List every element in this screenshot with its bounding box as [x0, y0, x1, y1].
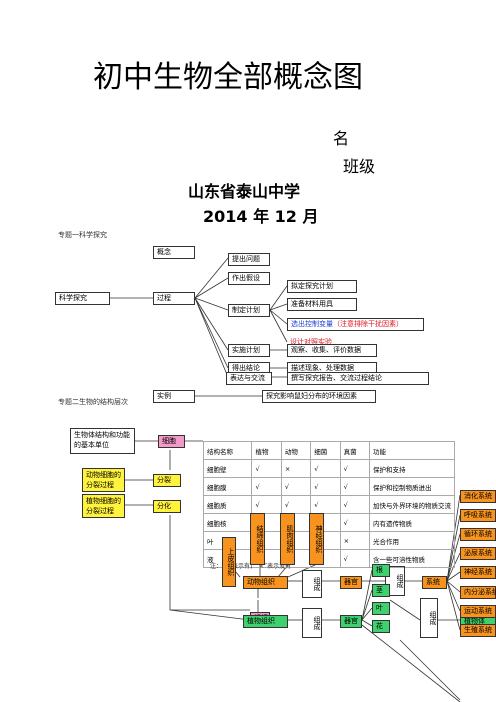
system-urinary: 泌尿系统	[460, 547, 496, 560]
plant-organ-stem: 茎	[372, 584, 390, 597]
plant-organ-root: 根	[372, 564, 390, 577]
table-cell: √	[251, 477, 282, 496]
compose-label-plant-body: 组成	[420, 598, 438, 638]
table-cell: √	[339, 459, 371, 478]
table-cell: 细胞壁	[202, 459, 253, 478]
table-row: 细胞质 √ √ √ √ 加快与外界环境的物质交流	[202, 495, 455, 514]
science-inquiry-box: 科学探究	[55, 292, 110, 305]
plan-draft: 拟定探究计划	[287, 280, 357, 293]
plant-organ-flower: 花	[372, 620, 390, 633]
table-header: 真菌	[339, 441, 371, 460]
plan-control-label: 选出控制变量	[291, 320, 333, 328]
table-row: 细胞膜 √ √ √ √ 保护和控制物质进出	[202, 477, 455, 496]
document-date: 2014 年 12 月	[203, 207, 319, 226]
table-cell: √	[280, 495, 312, 514]
table-row: 叶 × × 光合作用	[202, 531, 455, 550]
tissue-muscle: 肌肉组织	[280, 513, 295, 565]
table-note: 注：“√”表示有，“×”表示没有	[210, 563, 292, 570]
table-cell: √	[251, 495, 282, 514]
table-cell: √	[339, 477, 371, 496]
system-endocrine: 内分泌系统	[460, 586, 496, 599]
table-cell: 细胞膜	[202, 477, 253, 496]
table-cell: 保护和控制物质进出	[369, 477, 455, 496]
table-cell: √	[280, 477, 312, 496]
concept-box: 概念	[153, 246, 195, 259]
table-cell: ×	[339, 531, 371, 550]
table-row: 细胞核 √ √ × √ 内有遗传物质	[202, 513, 455, 532]
plan-control-experiment: 设计对照实验	[290, 338, 332, 346]
system-box: 系统	[422, 576, 447, 589]
system-respiratory: 呼吸系统	[460, 509, 496, 522]
compose-label-plant: 组成	[302, 608, 322, 638]
table-header: 结构名称	[202, 441, 253, 460]
school-name: 山东省泰山中学	[188, 182, 301, 201]
system-circulatory: 循环系统	[460, 528, 496, 541]
organ-box-plant: 器官	[340, 615, 362, 628]
table-cell: 加快与外界环境的物质交流	[369, 495, 455, 514]
system-motor: 运动系统	[460, 605, 496, 618]
step-plan: 制定计划	[228, 304, 270, 317]
table-cell: 含一些可溶性物质	[369, 549, 455, 568]
system-nervous: 神经系统	[460, 566, 496, 579]
compose-label-system: 组成	[385, 566, 405, 596]
table-header: 功能	[369, 441, 455, 460]
tissue-connective: 结缔组织	[250, 513, 265, 565]
division-box: 分裂	[153, 474, 181, 487]
table-row: 细胞壁 √ × √ √ 保护和支持	[202, 459, 455, 478]
table-cell: √	[339, 495, 371, 514]
plan-control-variable: 选出控制变量（注意排除干扰因素）	[287, 318, 424, 331]
step-communicate: 表达与交流	[226, 372, 272, 385]
basic-unit-box: 生物体结构和功能的基本单位	[70, 428, 135, 454]
class-label: 班级	[343, 157, 376, 176]
process-box: 过程	[153, 292, 195, 305]
table-cell: √	[310, 477, 341, 496]
animal-tissue-box: 动物组织	[243, 576, 288, 589]
plant-tissue-box: 植物组织	[243, 615, 288, 628]
step-ask-question: 提出问题	[228, 253, 270, 266]
table-cell: 细胞核	[202, 513, 253, 532]
name-label: 名	[333, 129, 350, 148]
animal-division-box: 动物细胞的分裂过程	[82, 468, 125, 492]
table-cell: 保护和支持	[369, 459, 455, 478]
example-box: 实例	[153, 390, 195, 403]
table-cell: √	[339, 549, 371, 568]
system-reproductive: 生殖系统	[460, 624, 496, 637]
table-header: 植物	[251, 441, 282, 460]
table-cell: 光合作用	[369, 531, 455, 550]
plant-division-box: 植物细胞的分裂过程	[82, 494, 125, 518]
cell-structure-table: 结构名称 植物 动物 细菌 真菌 功能 细胞壁 √ × √ √ 保护和支持 细胞…	[202, 441, 455, 568]
table-header: 动物	[280, 441, 312, 460]
differentiation-box: 分化	[153, 500, 181, 513]
tissue-nerve: 神经组织	[309, 513, 324, 565]
table-cell: √	[251, 459, 282, 478]
table-header-row: 结构名称 植物 动物 细菌 真菌 功能	[202, 441, 455, 460]
table-cell: 内有遗传物质	[369, 513, 455, 532]
step-hypothesis: 作出假设	[228, 272, 270, 285]
implement-report: 撰写探究报告、交流过程结论	[287, 372, 429, 385]
table-cell: √	[310, 495, 341, 514]
organ-box-animal: 器官	[340, 576, 362, 589]
tissue-epithelial: 上皮组织	[222, 537, 236, 587]
implement-observe: 观察、收集、评价数据	[287, 344, 377, 357]
table-cell: √	[310, 459, 341, 478]
plan-control-note: （注意排除干扰因素）	[333, 320, 403, 328]
step-implement: 实施计划	[228, 344, 270, 357]
document-title: 初中生物全部概念图	[93, 60, 363, 95]
table-cell: 细胞质	[202, 495, 253, 514]
table-cell: √	[339, 513, 371, 532]
example-text: 探究影响鼠妇分布的环境因素	[262, 390, 376, 403]
table-cell: ×	[280, 459, 312, 478]
compose-label-animal: 组成	[302, 570, 322, 598]
cell-box: 细胞	[158, 435, 185, 448]
system-digestive: 消化系统	[460, 490, 496, 503]
table-header: 细菌	[310, 441, 341, 460]
plan-materials: 准备材料用具	[287, 298, 357, 311]
topic2-heading: 专题二生物的结构层次	[58, 398, 128, 406]
topic1-heading: 专题一科学探究	[58, 231, 107, 239]
plant-organ-leaf: 叶	[372, 602, 390, 615]
